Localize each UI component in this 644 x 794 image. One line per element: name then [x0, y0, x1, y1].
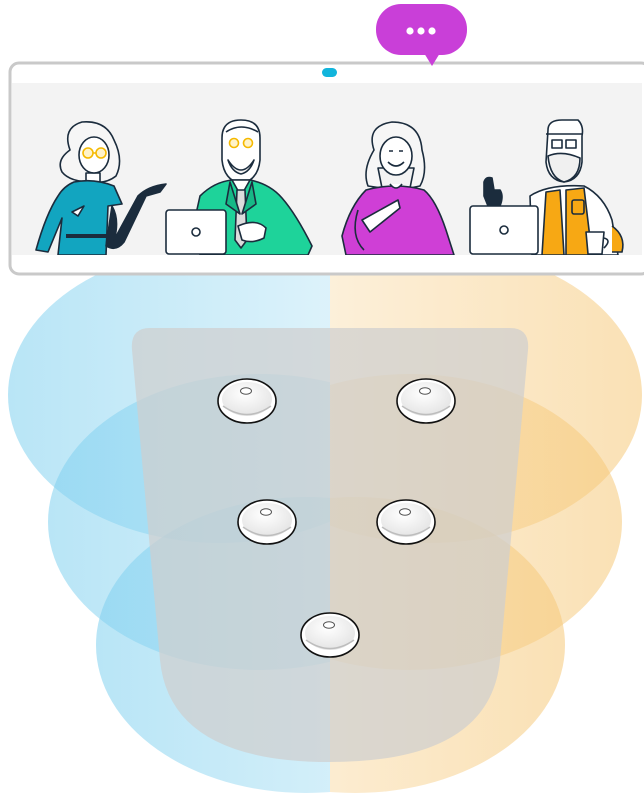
conference-table: [131, 328, 529, 762]
ceiling-microphone-icon[interactable]: [300, 612, 360, 658]
participant-smiling-woman: [341, 121, 455, 255]
ellipsis-icon: [406, 27, 436, 35]
microphones: [217, 378, 456, 658]
ceiling-microphone-icon[interactable]: [376, 499, 436, 545]
participant-man-in-green-suit: [165, 119, 313, 255]
participant-woman-with-glasses: [35, 121, 167, 255]
participant-bearded-man: [469, 119, 624, 255]
speech-bubble: [376, 4, 467, 66]
ceiling-microphone-icon[interactable]: [217, 378, 277, 424]
ceiling-microphone-icon[interactable]: [237, 499, 297, 545]
ceiling-microphone-icon[interactable]: [396, 378, 456, 424]
video-screen: [8, 61, 644, 276]
camera-indicator: [322, 68, 337, 77]
